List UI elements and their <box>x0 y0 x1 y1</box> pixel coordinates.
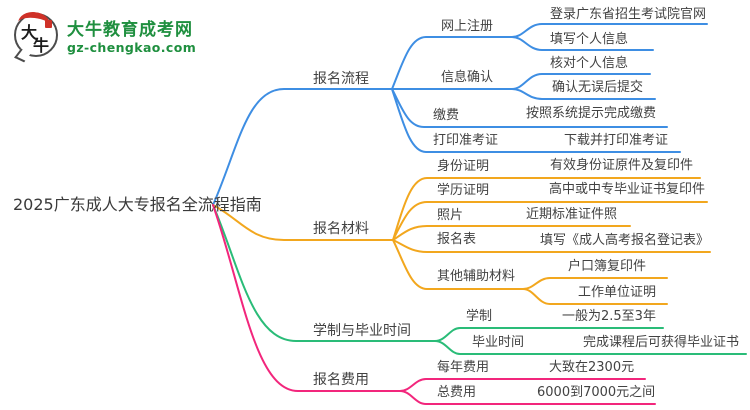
connector-branch-fees <box>212 204 401 392</box>
logo-char-da: 大 <box>21 23 38 42</box>
leaf-2-5-to-3-years: 一般为2.5至3年 <box>562 309 656 324</box>
logo-red-seal <box>45 20 52 28</box>
connector-other-materials <box>392 239 524 290</box>
connector-graduation-time <box>434 340 747 355</box>
connector-leaf-fill-personal-info <box>511 36 654 51</box>
sub-annual-fee: 每年费用 <box>437 360 490 375</box>
connector-online-register <box>391 36 513 90</box>
leaf-employer-certificate: 工作单位证明 <box>578 285 657 300</box>
leaf-6000-7000: 6000到7000元之间 <box>537 385 656 400</box>
leaf-verify-personal-info: 核对个人信息 <box>550 56 629 71</box>
connector-payment <box>391 88 668 128</box>
logo-site-url: gz-chengkao.com <box>67 40 197 55</box>
sub-payment: 缴费 <box>433 108 460 123</box>
leaf-about-2300: 大致在2300元 <box>549 360 635 375</box>
leaf-login-official-site: 登录广东省招生考试院官网 <box>550 7 707 22</box>
connector-leaf-submit-after-check <box>511 88 656 100</box>
connector-print-ticket <box>391 88 681 153</box>
branch-fees: 报名费用 <box>313 372 369 388</box>
leaf-fill-registration-form: 填写《成人高考报名登记表》 <box>540 233 710 248</box>
connector-registration-form <box>392 239 711 253</box>
connector-branch-materials <box>212 204 394 241</box>
connector-education-proof <box>392 201 708 241</box>
leaf-id-original-copy: 有效身份证原件及复印件 <box>550 158 694 173</box>
connector-branch-process <box>212 88 393 206</box>
sub-id-proof: 身份证明 <box>437 159 490 174</box>
branch-materials: 报名材料 <box>313 221 369 237</box>
sub-other-materials: 其他辅助材料 <box>437 269 516 284</box>
leaf-hukou-copy: 户口簿复印件 <box>568 259 647 274</box>
leaf-pay-per-system: 按照系统提示完成缴费 <box>526 106 657 121</box>
connector-branch-duration <box>212 204 436 342</box>
sub-study-length: 学制 <box>466 309 493 324</box>
sub-total-fee: 总费用 <box>437 385 477 400</box>
leaf-recent-photo: 近期标准证件照 <box>526 207 618 222</box>
sub-info-confirm: 信息确认 <box>441 70 494 85</box>
branch-duration: 学制与毕业时间 <box>313 323 411 339</box>
site-logo[interactable]: 大 牛 大牛教育成考网 gz-chengkao.com <box>14 10 196 63</box>
leaf-download-print-ticket: 下载并打印准考证 <box>564 133 669 148</box>
logo-site-name: 大牛教育成考网 <box>67 20 193 40</box>
root-topic: 2025广东成人大专报名全流程指南 <box>13 195 262 214</box>
leaf-submit-after-check: 确认无误后提交 <box>552 80 644 95</box>
connector-photo <box>392 225 631 241</box>
sub-education-proof: 学历证明 <box>437 183 490 198</box>
sub-online-register: 网上注册 <box>441 19 494 34</box>
logo-text: 大牛教育成考网 gz-chengkao.com <box>67 15 196 55</box>
sub-photo: 照片 <box>437 208 464 223</box>
connector-leaf-employer-certificate <box>522 288 668 305</box>
sub-graduation-time: 毕业时间 <box>472 335 525 350</box>
sub-registration-form: 报名表 <box>437 232 477 247</box>
connector-id-proof <box>392 177 701 241</box>
leaf-diploma-copy: 高中或中专毕业证书复印件 <box>549 182 706 197</box>
connector-total-fee <box>399 390 656 405</box>
branch-process: 报名流程 <box>313 71 369 87</box>
logo-char-niu: 牛 <box>33 36 50 55</box>
sub-print-ticket: 打印准考证 <box>433 133 499 148</box>
daniu-logo-icon: 大 牛 <box>14 10 58 63</box>
leaf-certificate-after-courses: 完成课程后可获得毕业证书 <box>583 335 740 350</box>
leaf-fill-personal-info: 填写个人信息 <box>550 32 629 47</box>
